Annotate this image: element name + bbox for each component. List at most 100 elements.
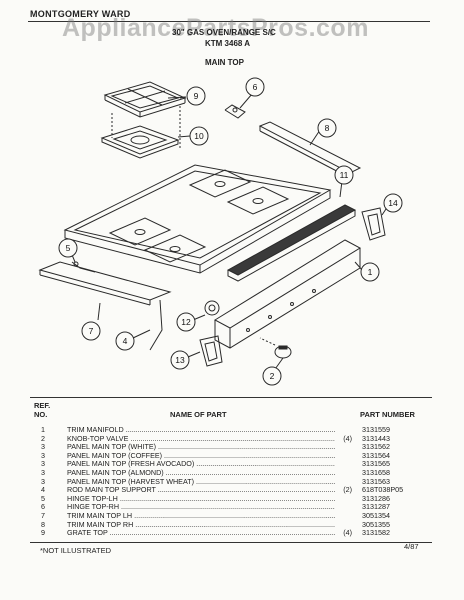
callout-5 — [58, 238, 78, 258]
hinge-lh-drawing — [71, 261, 96, 273]
trim-main-top-lh-drawing — [38, 261, 172, 306]
callout-label: 8 — [325, 123, 330, 133]
row-part-number: 3131565 — [362, 459, 390, 469]
bracket-right-drawing — [361, 207, 386, 241]
row-part-number: 3131582 — [362, 528, 390, 538]
control-panel-drawing — [226, 204, 357, 282]
row-part-number: 3131443 — [362, 433, 390, 443]
callout-11 — [334, 165, 354, 185]
parts-table-bottom-rule — [30, 542, 432, 543]
row-ref: 6 — [41, 502, 45, 512]
row-part-number: 618T038P05 — [362, 485, 404, 495]
row-part-name: ROD MAIN TOP SUPPORT ...................… — [67, 486, 335, 495]
callout-label: 10 — [194, 131, 204, 141]
row-part-name: PANEL MAIN TOP (ALMOND) ................… — [67, 469, 335, 477]
revision-date: 4/87 — [404, 542, 419, 551]
callout-label: 12 — [181, 317, 191, 327]
row-part-number: 3131562 — [362, 442, 390, 452]
table-row: 3 PANEL MAIN TOP (ALMOND) ...............… — [30, 469, 432, 477]
row-ref: 3 — [41, 468, 45, 477]
callout-1 — [360, 262, 380, 282]
table-row: 8 TRIM MAIN TOP RH ......................… — [30, 519, 432, 529]
row-part-number: 3131287 — [362, 502, 390, 512]
table-row: 6 HINGE TOP-RH ..........................… — [30, 503, 432, 511]
callout-label: 9 — [194, 91, 199, 101]
callout-label: 2 — [270, 371, 275, 381]
burner-bowl-drawing — [100, 125, 180, 159]
callout-label: 7 — [89, 326, 94, 336]
callout-label: 5 — [66, 243, 71, 253]
row-part-name: GRATE TOP ..............................… — [67, 529, 335, 538]
row-part-number: 3131658 — [362, 468, 390, 477]
row-qty: (2) — [343, 485, 352, 495]
callout-4 — [115, 331, 135, 351]
callout-12 — [176, 312, 196, 332]
row-ref: 3 — [41, 442, 45, 452]
table-row: 3 PANEL MAIN TOP (HARVEST WHEAT) ........… — [30, 476, 432, 486]
part-number-header: PART NUMBER — [360, 410, 415, 419]
table-row: 9 GRATE TOP .............................… — [30, 529, 432, 537]
callout-label: 11 — [340, 170, 349, 180]
row-ref: 1 — [41, 425, 45, 434]
row-part-name: PANEL MAIN TOP (COFFEE) ................… — [67, 451, 335, 460]
table-row: 2 KNOB-TOP VALVE ........................… — [30, 433, 432, 443]
callout-label: 6 — [253, 82, 258, 92]
row-part-number: 3051355 — [362, 519, 390, 529]
row-ref: 8 — [41, 519, 45, 529]
knob-drawing — [259, 337, 292, 359]
rod-support-drawing — [149, 299, 163, 351]
row-part-name: PANEL MAIN TOP (HARVEST WHEAT) .........… — [67, 477, 335, 486]
callout-13 — [170, 350, 190, 370]
brand-label: MONTGOMERY WARD — [30, 9, 131, 19]
row-part-name: TRIM MAIN TOP RH .......................… — [67, 520, 335, 529]
callout-10 — [189, 126, 209, 146]
not-illustrated-note: *NOT ILLUSTRATED — [40, 546, 111, 555]
table-row: 3 PANEL MAIN TOP (FRESH AVOCADO) ........… — [30, 460, 432, 468]
row-part-name: HINGE TOP-RH ...........................… — [67, 503, 335, 512]
row-part-number: 3131563 — [362, 476, 390, 486]
table-row: 3 PANEL MAIN TOP (COFFEE) ...............… — [30, 450, 432, 460]
row-ref: 3 — [41, 459, 45, 469]
valve-fitting-drawing — [204, 300, 220, 316]
model-number: KTM 3468 A — [205, 39, 251, 48]
table-row: 7 TRIM MAIN TOP LH ......................… — [30, 512, 432, 520]
name-of-part-header: NAME OF PART — [170, 410, 227, 419]
row-ref: 3 — [41, 476, 45, 486]
callout-9 — [186, 86, 206, 106]
row-ref: 7 — [41, 511, 45, 520]
row-part-name: TRIM MANIFOLD ..........................… — [67, 426, 335, 434]
hinge-rh-drawing — [224, 104, 246, 119]
row-part-number: 3131559 — [362, 425, 390, 434]
row-qty: (4) — [343, 528, 352, 538]
grate-drawing — [103, 81, 187, 118]
main-top-panel-drawing — [63, 164, 332, 274]
callout-2 — [262, 366, 282, 386]
row-part-number: 3131564 — [362, 450, 390, 460]
row-part-name: HINGE TOP-LH ...........................… — [67, 494, 335, 503]
table-row: 4 ROD MAIN TOP SUPPORT ..................… — [30, 486, 432, 494]
row-part-name: TRIM MAIN TOP LH .......................… — [67, 512, 335, 520]
trim-manifold-drawing — [213, 239, 362, 349]
callout-8 — [317, 118, 337, 138]
bracket-left-drawing — [199, 335, 223, 367]
row-part-number: 3051354 — [362, 511, 390, 520]
row-part-number: 3131286 — [362, 493, 390, 503]
callout-14 — [383, 193, 403, 213]
watermark: AppliancePartsPros.com — [62, 14, 369, 42]
row-part-name: KNOB-TOP VALVE .........................… — [67, 434, 335, 443]
row-part-name: PANEL MAIN TOP (FRESH AVOCADO) .........… — [67, 460, 335, 469]
row-ref: 3 — [41, 450, 45, 460]
callout-label: 1 — [368, 267, 373, 277]
table-row: 1 TRIM MANIFOLD .........................… — [30, 426, 432, 434]
row-ref: 9 — [41, 528, 45, 538]
model-line: 30" GAS OVEN/RANGE S/C — [172, 28, 276, 37]
ref-no-header: REF. NO. — [34, 401, 51, 419]
callout-label: 14 — [388, 198, 398, 208]
callout-label: 4 — [123, 336, 128, 346]
header-rule — [28, 21, 430, 22]
row-ref: 2 — [41, 433, 45, 443]
parts-table-top-rule — [30, 397, 432, 398]
row-ref: 4 — [41, 485, 45, 495]
